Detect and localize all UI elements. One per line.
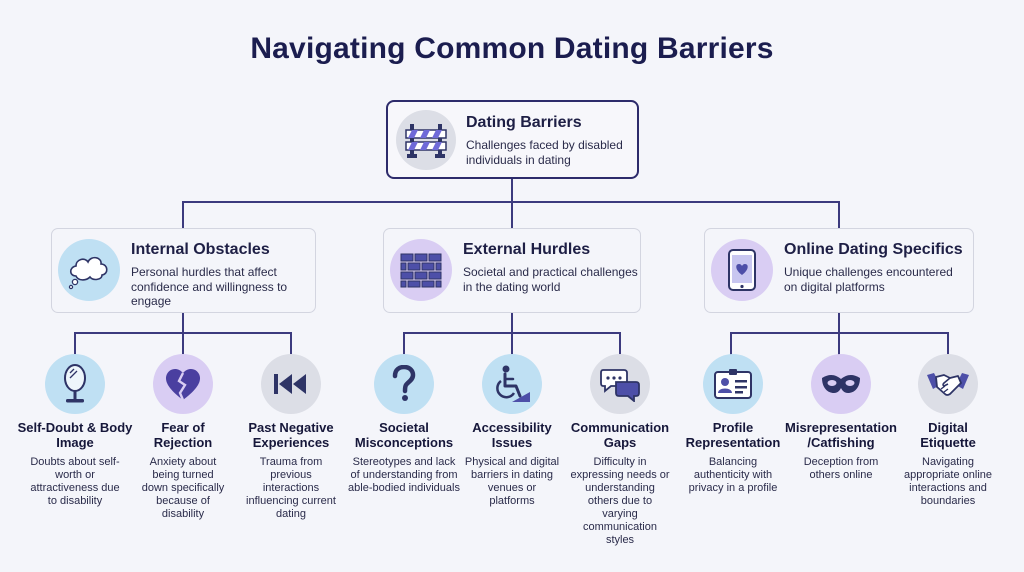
mirror-icon xyxy=(64,364,86,403)
leaf-digital-etiquette: Digital Etiquette Navigating appropriate… xyxy=(883,354,1013,508)
mask-icon xyxy=(822,375,860,393)
leaf-description: Trauma from previous interactions influe… xyxy=(246,456,336,520)
leaf-icon-circle xyxy=(261,354,321,414)
category-external-hurdles: External Hurdles Societal and practical … xyxy=(383,228,641,313)
leaf-societal-misconceptions: Societal Misconceptions Stereotypes and … xyxy=(339,354,469,495)
leaf-title: Past Negative Experiences xyxy=(248,420,334,450)
diagram-title: Navigating Common Dating Barriers xyxy=(250,32,774,65)
wheelchair-icon xyxy=(496,365,530,402)
leaf-description: Physical and digital barriers in dating … xyxy=(464,456,560,507)
leaf-title: Societal Misconceptions xyxy=(354,420,454,450)
handshake-icon xyxy=(927,373,969,396)
question-mark-icon xyxy=(392,365,416,401)
leaf-title: Fear of Rejection xyxy=(153,420,213,450)
category-3-description: Unique challenges encountered on digital… xyxy=(784,265,953,294)
leaf-description: Navigating appropriate online interactio… xyxy=(903,456,993,507)
phone-heart-icon xyxy=(728,249,756,291)
leaf-profile-representation: Profile Representation Balancing authent… xyxy=(668,354,798,495)
barrier-icon xyxy=(405,124,447,158)
category-online-dating-specifics: Online Dating Specifics Unique challenge… xyxy=(704,228,974,313)
rewind-icon xyxy=(274,374,306,394)
root-node: Dating Barriers Challenges faced by disa… xyxy=(386,100,639,179)
thought-cloud-icon xyxy=(68,256,108,290)
leaf-description: Difficulty in expressing needs or unders… xyxy=(570,456,670,546)
leaf-icon-circle xyxy=(374,354,434,414)
leaf-title: Misrepresentation /Catfishing xyxy=(785,420,897,450)
leaf-description: Anxiety about being turned down specific… xyxy=(141,456,225,520)
leaf-misrepresentation-catfishing: Misrepresentation /Catfishing Deception … xyxy=(776,354,906,482)
leaf-title: Digital Etiquette xyxy=(920,420,976,450)
leaf-communication-gaps: Communication Gaps Difficulty in express… xyxy=(555,354,685,547)
leaf-title: Accessibility Issues xyxy=(472,420,552,450)
leaf-self-doubt: Self-Doubt & Body Image Doubts about sel… xyxy=(10,354,140,508)
leaf-icon-circle xyxy=(482,354,542,414)
leaf-title: Self-Doubt & Body Image xyxy=(17,420,133,450)
category-internal-obstacles: Internal Obstacles Personal hurdles that… xyxy=(51,228,316,313)
leaf-fear-of-rejection: Fear of Rejection Anxiety about being tu… xyxy=(118,354,248,521)
category-1-title: Internal Obstacles xyxy=(131,241,270,258)
leaf-icon-circle xyxy=(811,354,871,414)
leaf-title: Profile Representation xyxy=(685,420,781,450)
root-description: Challenges faced by disabled individuals… xyxy=(466,138,623,167)
id-card-icon xyxy=(714,369,752,399)
chat-bubbles-icon xyxy=(600,369,640,402)
category-1-description: Personal hurdles that affect confidence … xyxy=(131,265,288,308)
leaf-title: Communication Gaps xyxy=(570,420,670,450)
leaf-icon-circle xyxy=(703,354,763,414)
category-1-icon-circle xyxy=(58,239,120,301)
broken-heart-icon xyxy=(165,368,201,401)
leaf-description: Stereotypes and lack of understanding fr… xyxy=(348,456,460,494)
leaf-icon-circle xyxy=(45,354,105,414)
leaf-icon-circle xyxy=(153,354,213,414)
leaf-past-negative-experiences: Past Negative Experiences Trauma from pr… xyxy=(226,354,356,521)
leaf-icon-circle xyxy=(590,354,650,414)
leaf-description: Deception from others online xyxy=(803,456,879,481)
leaf-description: Doubts about self-worth or attractivenes… xyxy=(30,456,120,507)
leaf-accessibility-issues: Accessibility Issues Physical and digita… xyxy=(447,354,577,508)
leaf-icon-circle xyxy=(918,354,978,414)
category-2-icon-circle xyxy=(390,239,452,301)
category-2-title: External Hurdles xyxy=(463,241,591,258)
category-3-icon-circle xyxy=(711,239,773,301)
category-2-description: Societal and practical challenges in the… xyxy=(463,265,638,294)
category-3-title: Online Dating Specifics xyxy=(784,241,963,258)
brick-wall-icon xyxy=(400,253,442,288)
leaf-description: Balancing authenticity with privacy in a… xyxy=(688,456,778,494)
root-title: Dating Barriers xyxy=(466,114,582,131)
root-icon-circle xyxy=(396,110,456,170)
